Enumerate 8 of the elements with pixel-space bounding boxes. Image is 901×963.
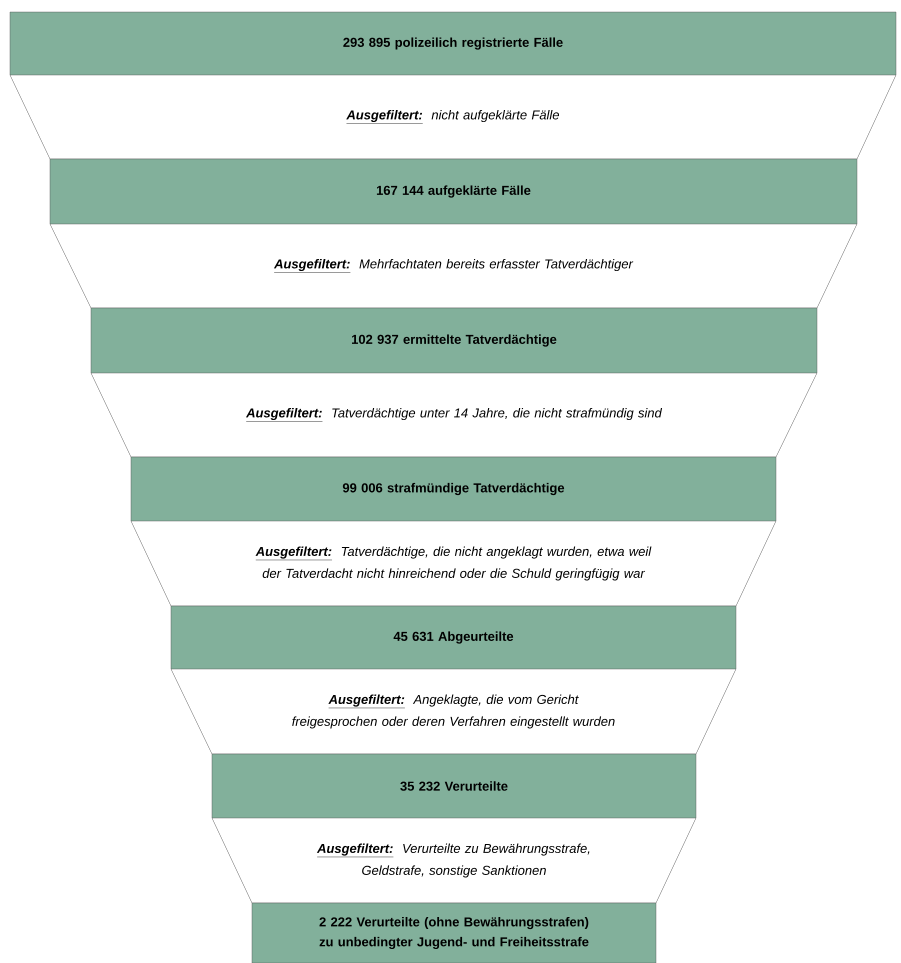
stage-band: 2 222 Verurteilte (ohne Bewährungsstrafen) zu unbedingter Jugend- und Freiheitsstrafe bbox=[252, 902, 656, 963]
stage-band: 102 937 ermittelte Tatverdächtige bbox=[90, 308, 818, 374]
stage-band: 45 631 Abgeurteilte bbox=[170, 606, 736, 670]
stage-band: 293 895 polizeilich registrierte Fälle bbox=[10, 12, 896, 76]
stage-band: 99 006 strafmündige Tatverdächtige bbox=[130, 456, 776, 522]
stage-band: 35 232 Verurteilte bbox=[212, 754, 696, 818]
filter-trapezoid: Ausgefiltert: Verurteilte zu Bewährungsstrafe, Geldstrafe, sonstige Sanktionen bbox=[212, 818, 696, 904]
stage-band: 167 144 aufgeklärte Fälle bbox=[50, 158, 858, 224]
